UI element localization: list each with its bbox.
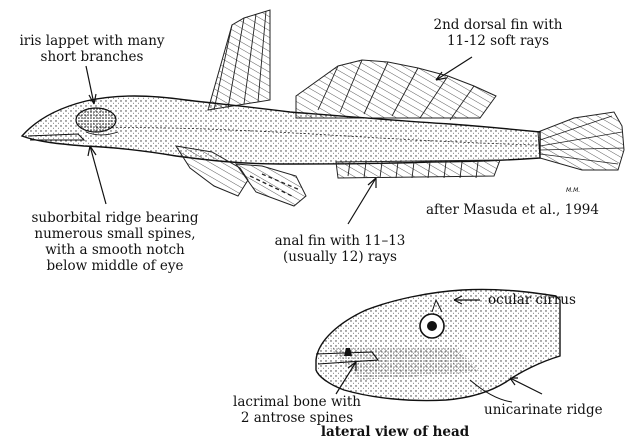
credit-text: after Masuda et al., 1994 bbox=[426, 202, 599, 218]
label-unicarinate-ridge: unicarinate ridge bbox=[484, 402, 603, 418]
caudal-fin bbox=[538, 112, 624, 170]
label-iris-lappet-line1: iris lappet with many bbox=[8, 33, 176, 49]
label-suborbital-line2: numerous small spines, bbox=[12, 226, 218, 242]
pelvic-fin bbox=[236, 164, 306, 206]
anal-fin bbox=[336, 160, 500, 178]
label-anal-fin-line2: (usually 12) rays bbox=[260, 249, 420, 265]
label-lacrimal-line1: lacrimal bone with bbox=[224, 394, 370, 410]
label-lacrimal-bone: lacrimal bone with 2 antrose spines bbox=[224, 394, 370, 426]
arrow-unicarinate bbox=[510, 378, 542, 394]
second-dorsal-fin bbox=[296, 60, 496, 120]
label-suborbital-line4: below middle of eye bbox=[12, 258, 218, 274]
label-second-dorsal-line1: 2nd dorsal fin with bbox=[418, 17, 578, 33]
eye bbox=[76, 108, 116, 132]
arrow-suborbital bbox=[90, 146, 106, 204]
label-suborbital-ridge: suborbital ridge bearing numerous small … bbox=[12, 210, 218, 274]
label-iris-lappet-line2: short branches bbox=[8, 49, 176, 65]
label-ocular-cirrus: ocular cirrus bbox=[488, 292, 576, 308]
label-suborbital-line3: with a smooth notch bbox=[12, 242, 218, 258]
figure-caption: lateral view of head bbox=[300, 424, 490, 440]
arrow-second-dorsal bbox=[436, 57, 472, 80]
arrow-anal-fin bbox=[348, 178, 376, 224]
label-iris-lappet: iris lappet with many short branches bbox=[8, 33, 176, 65]
label-second-dorsal: 2nd dorsal fin with 11-12 soft rays bbox=[418, 17, 578, 49]
label-second-dorsal-line2: 11-12 soft rays bbox=[418, 33, 578, 49]
label-suborbital-line1: suborbital ridge bearing bbox=[12, 210, 218, 226]
artist-signature: M.M. bbox=[566, 187, 580, 194]
arrow-iris-lappet bbox=[86, 66, 94, 104]
label-anal-fin-line1: anal fin with 11–13 bbox=[260, 233, 420, 249]
first-dorsal-fin bbox=[208, 10, 270, 110]
label-anal-fin: anal fin with 11–13 (usually 12) rays bbox=[260, 233, 420, 265]
